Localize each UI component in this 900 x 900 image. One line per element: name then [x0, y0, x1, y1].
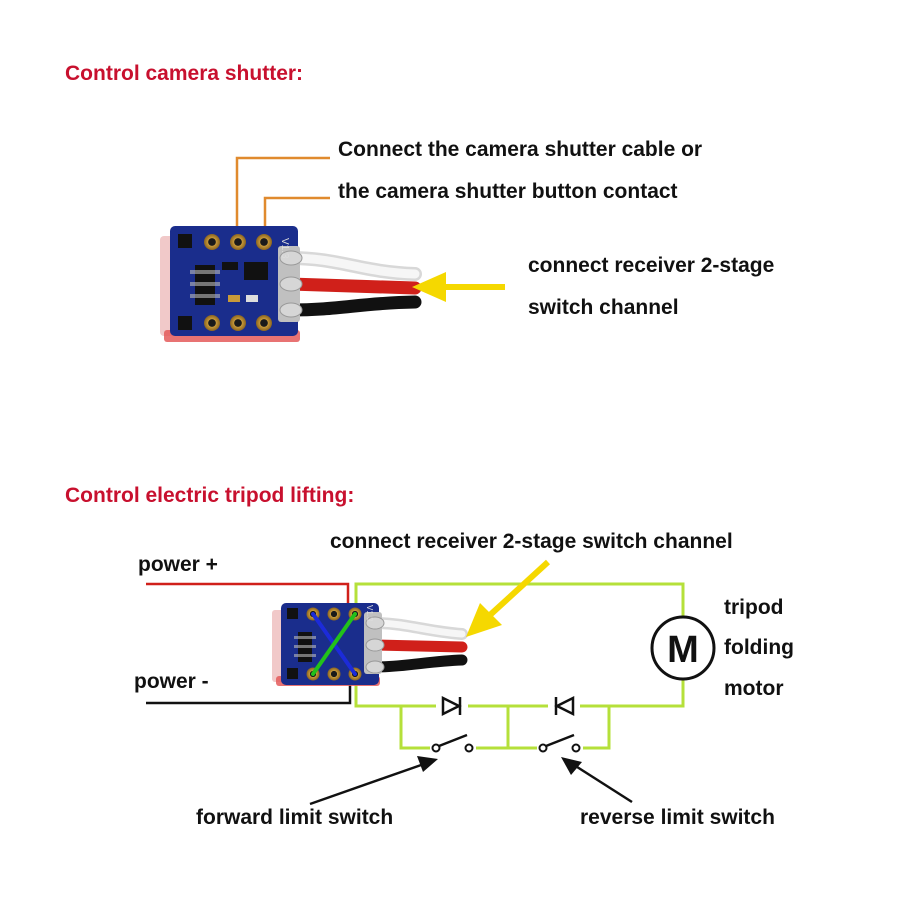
shutter-note-line2: the camera shutter button contact [338, 180, 678, 203]
reverse-switch-pointer-arrow [561, 757, 633, 804]
tripod-board-label: V1.3 [365, 605, 374, 622]
shutter-board-label: V1.3 [279, 238, 290, 259]
shutter-board [160, 226, 303, 342]
shutter-note-line1: Connect the camera shutter cable or [338, 138, 703, 161]
power-plus-label: power + [138, 553, 218, 576]
receiver-note-line1: connect receiver 2-stage [528, 254, 775, 277]
tripod-yellow-arrow [466, 559, 551, 637]
tripod-receiver-note: connect receiver 2-stage switch channel [330, 530, 733, 553]
tripod-wire-bundle [369, 617, 468, 673]
motor-symbol [650, 615, 716, 681]
section2-heading: Control electric tripod lifting: [65, 484, 355, 507]
shutter-yellow-arrow [412, 272, 505, 302]
reverse-limit-switch-icon [537, 733, 583, 759]
power-minus-label: power - [134, 670, 209, 693]
forward-limit-switch-icon [430, 733, 476, 759]
forward-limit-switch-label: forward limit switch [196, 806, 394, 829]
receiver-note-line2: switch channel [528, 296, 679, 319]
motor-label-line2: folding [724, 636, 794, 659]
section1-heading: Control camera shutter: [65, 62, 304, 85]
shutter-orange-leads [235, 156, 330, 228]
motor-symbol-letter: M [667, 629, 699, 671]
motor-label-line3: motor [724, 677, 784, 700]
jumper-cross [311, 612, 357, 676]
motor-circuit [354, 582, 685, 750]
reverse-diode-icon [548, 695, 580, 718]
tripod-board [272, 603, 385, 686]
shutter-wire-bundle [283, 251, 422, 317]
forward-diode-icon [436, 695, 468, 718]
forward-switch-pointer-arrow [309, 756, 438, 806]
motor-label-line1: tripod [724, 596, 784, 619]
reverse-limit-switch-label: reverse limit switch [580, 806, 775, 829]
